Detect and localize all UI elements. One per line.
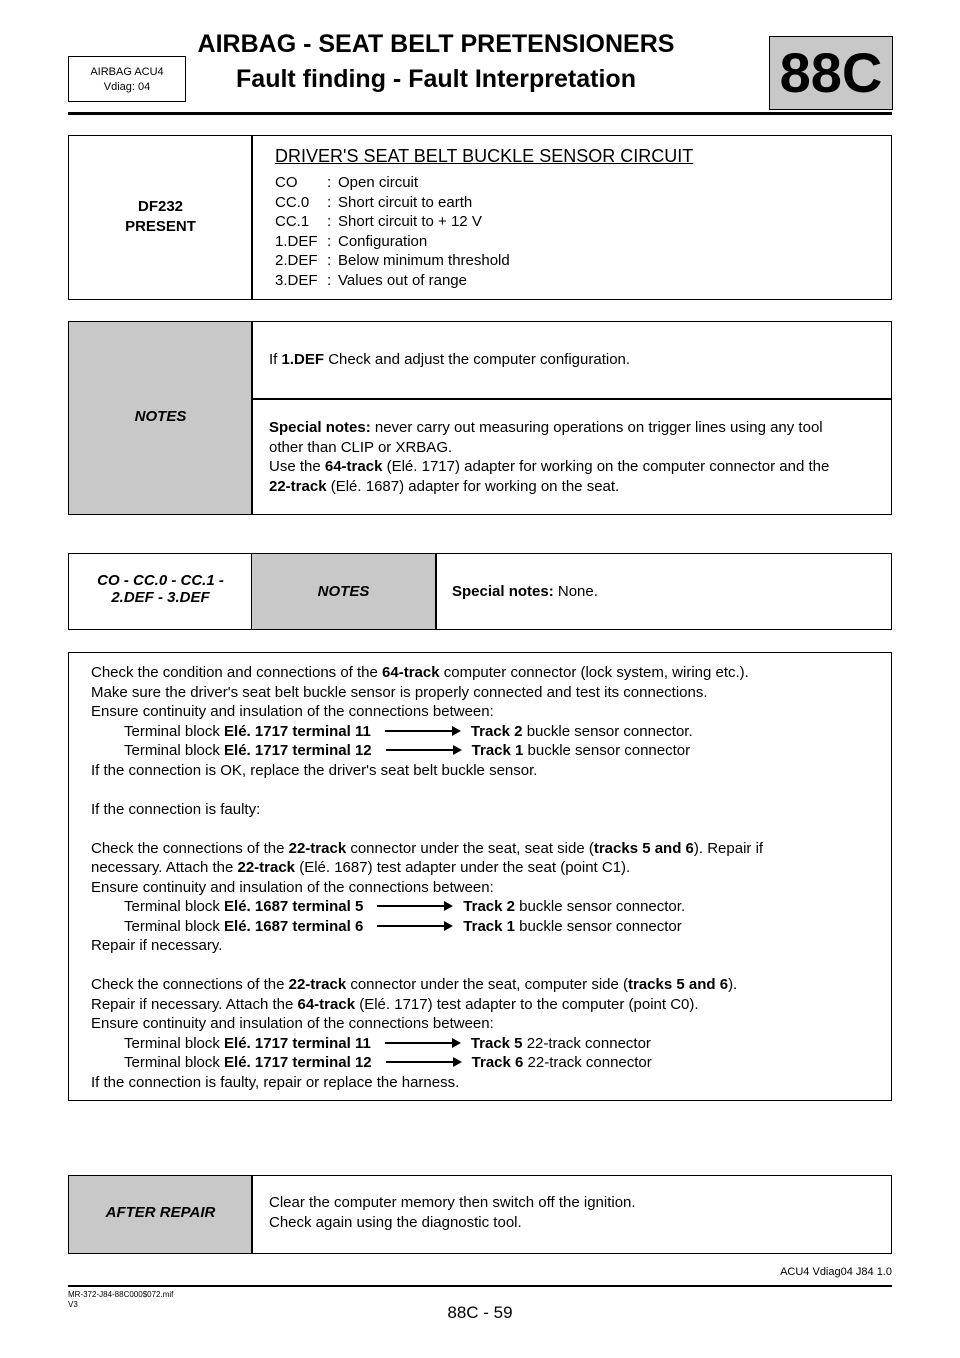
codes-cell: CO - CC.0 - CC.1 - 2.DEF - 3.DEF: [97, 572, 224, 606]
fault-code-row: CC.1:Short circuit to + 12 V: [275, 213, 482, 230]
page-number: 88C - 59: [447, 1303, 513, 1322]
codes-special-note: Special notes: None.: [452, 583, 598, 600]
after-repair-label-cell: AFTER REPAIR: [69, 1176, 252, 1253]
note-configuration: If 1.DEF Check and adjust the computer c…: [269, 351, 631, 368]
fault-code-row: 3.DEF:Values out of range: [275, 271, 467, 289]
arrow-right-icon: [385, 745, 462, 756]
module-box: AIRBAG ACU4 Vdiag: 04: [68, 56, 186, 102]
fault-code-row: 2.DEF:Below minimum threshold: [275, 252, 510, 269]
after-repair-text: Clear the computer memory then switch of…: [269, 1194, 636, 1231]
note-special: Special notes: never carry out measuring…: [269, 419, 830, 495]
page-title: AIRBAG - SEAT BELT PRETENSIONERS: [197, 30, 675, 58]
section-code: 88C: [769, 36, 893, 110]
codes-notes-label-cell: NOTES: [252, 554, 435, 629]
fault-id-cell: DF232 PRESENT: [69, 136, 252, 299]
fault-code-row: CC.0:Short circuit to earth: [275, 193, 473, 211]
footer-ref: ACU4 Vdiag04 J84 1.0: [780, 1266, 892, 1278]
divider: [251, 1176, 253, 1253]
vdiag-label: Vdiag: 04: [103, 81, 151, 93]
footer-rule: [68, 1285, 892, 1287]
page-subtitle: Fault finding - Fault Interpretation: [236, 65, 636, 93]
arrow-right-icon: [384, 725, 461, 736]
fault-name: DRIVER'S SEAT BELT BUCKLE SENSOR CIRCUIT: [275, 146, 694, 166]
footer-file: MR-372-J84-88C000$072.mif V3: [68, 1290, 174, 1309]
arrow-right-icon: [384, 1037, 461, 1048]
notes-label-cell: NOTES: [69, 322, 252, 514]
divider: [251, 322, 253, 514]
fault-status: PRESENT: [125, 217, 196, 235]
procedure-table: Check the condition and connections of t…: [68, 652, 892, 1101]
module-name: AIRBAG ACU4: [90, 66, 164, 78]
arrow-right-icon: [385, 1057, 462, 1068]
notes-label: NOTES: [134, 408, 187, 425]
after-repair-label: AFTER REPAIR: [105, 1204, 216, 1221]
arrow-right-icon: [377, 901, 454, 912]
divider: [251, 136, 253, 299]
divider: [252, 398, 891, 400]
divider: [435, 554, 437, 629]
fault-table: DF232 PRESENT DRIVER'S SEAT BELT BUCKLE …: [68, 135, 892, 300]
fault-code: DF232: [137, 198, 184, 215]
notes-table: NOTES If 1.DEF Check and adjust the comp…: [68, 321, 892, 515]
fault-code-row: CO:Open circuit: [275, 174, 419, 191]
header-rule: [68, 112, 892, 115]
codes-notes-label: NOTES: [317, 583, 370, 600]
divider: [251, 554, 253, 629]
fault-code-row: 1.DEF:Configuration: [275, 232, 428, 250]
fault-code-list: CO:Open circuit CC.0:Short circuit to ea…: [275, 173, 693, 290]
after-repair-table: AFTER REPAIR Clear the computer memory t…: [68, 1175, 892, 1254]
codes-notes-table: CO - CC.0 - CC.1 - 2.DEF - 3.DEF NOTES S…: [68, 553, 892, 630]
arrow-right-icon: [377, 920, 454, 931]
fault-detail-cell: DRIVER'S SEAT BELT BUCKLE SENSOR CIRCUIT…: [275, 146, 693, 290]
procedure-text: Check the condition and connections of t…: [91, 664, 764, 1091]
